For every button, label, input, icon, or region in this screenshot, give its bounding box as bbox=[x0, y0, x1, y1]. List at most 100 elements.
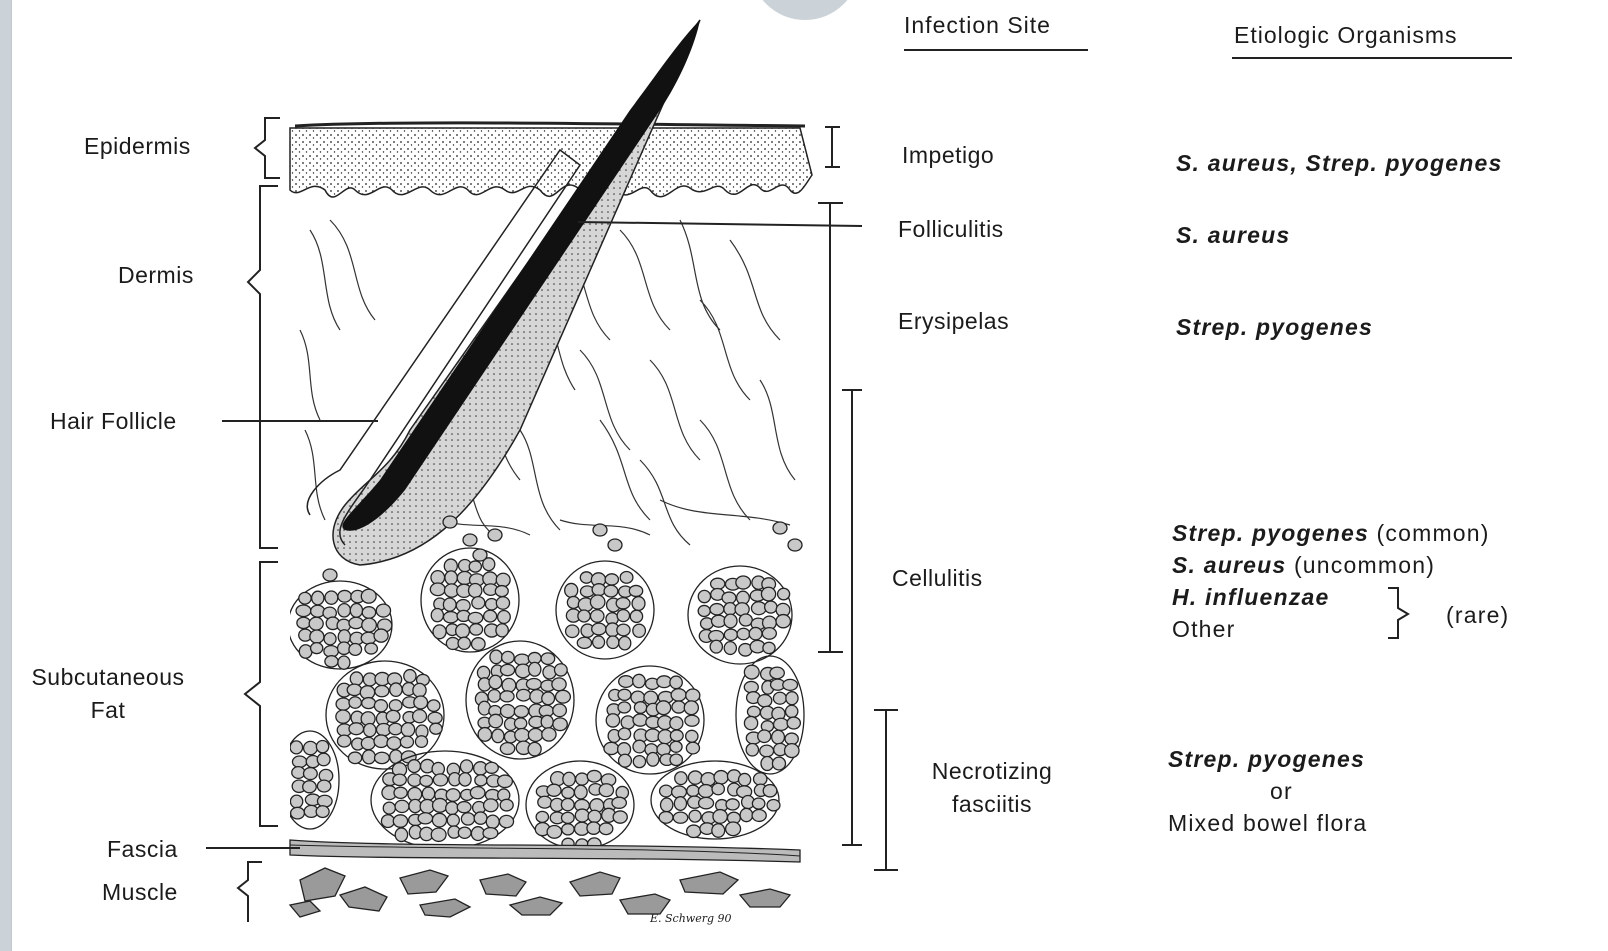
fat-cell bbox=[632, 597, 645, 611]
fat-cell bbox=[787, 717, 800, 729]
fat-cell bbox=[608, 539, 622, 551]
fat-cell bbox=[686, 689, 700, 702]
fat-cell bbox=[394, 787, 407, 798]
fat-cell bbox=[670, 730, 683, 741]
fat-cell bbox=[618, 689, 631, 700]
fat-cell bbox=[687, 825, 701, 837]
fat-cell bbox=[472, 597, 485, 609]
fat-cell bbox=[395, 800, 409, 812]
depth-markers bbox=[818, 127, 898, 870]
fat-cell bbox=[498, 775, 513, 788]
fat-cell bbox=[483, 828, 498, 839]
fat-cell bbox=[496, 624, 508, 637]
fat-cell bbox=[580, 572, 592, 583]
fat-cell bbox=[387, 737, 401, 750]
fat-cell bbox=[661, 798, 673, 812]
fat-cell bbox=[484, 610, 497, 622]
fat-cell bbox=[758, 695, 772, 707]
fat-cell bbox=[400, 736, 413, 748]
organism-cellulitis-2: S. aureus (uncommon) bbox=[1172, 552, 1435, 579]
fat-cell bbox=[389, 700, 402, 711]
fat-cell bbox=[552, 678, 566, 691]
fat-cell bbox=[673, 812, 688, 823]
fat-cell bbox=[772, 757, 785, 770]
fat-cell bbox=[767, 799, 780, 810]
fat-cell bbox=[386, 710, 400, 722]
fat-cell bbox=[495, 586, 508, 597]
fat-cell bbox=[710, 604, 724, 615]
fat-cell bbox=[500, 743, 514, 755]
fat-cell bbox=[761, 587, 775, 601]
fat-cell bbox=[381, 815, 394, 828]
fat-cell bbox=[324, 633, 336, 645]
fat-cell bbox=[349, 617, 363, 628]
fat-cell bbox=[563, 772, 575, 786]
fat-cell bbox=[753, 773, 766, 785]
fat-cell bbox=[607, 636, 619, 648]
fat-cell bbox=[475, 775, 487, 786]
organism-erysipelas: Strep. pyogenes bbox=[1176, 314, 1373, 341]
label-muscle: Muscle bbox=[102, 879, 178, 906]
fat-cell bbox=[526, 679, 541, 690]
fat-cell bbox=[317, 753, 330, 766]
fat-cell bbox=[459, 773, 471, 786]
fat-cell bbox=[761, 756, 773, 770]
fat-cell bbox=[722, 592, 736, 604]
fat-cell bbox=[617, 610, 629, 622]
fat-cell bbox=[338, 656, 350, 669]
fat-cell bbox=[500, 799, 513, 811]
fat-cell bbox=[618, 702, 631, 713]
fat-cell bbox=[311, 643, 323, 654]
fat-cell bbox=[316, 806, 329, 818]
fat-cell bbox=[710, 640, 722, 653]
fat-cell bbox=[528, 742, 541, 755]
fat-cell bbox=[699, 797, 714, 808]
fat-cell bbox=[312, 591, 324, 605]
fat-cell bbox=[675, 772, 687, 785]
fat-cell bbox=[778, 588, 790, 600]
fat-cell bbox=[409, 799, 421, 812]
fat-cell bbox=[670, 754, 682, 766]
site-erysipelas: Erysipelas bbox=[898, 308, 1009, 335]
fat-cell bbox=[556, 690, 571, 703]
organism-cellulitis-3: H. influenzae bbox=[1172, 584, 1329, 611]
fat-cell bbox=[561, 798, 574, 810]
fat-cell bbox=[606, 714, 619, 727]
fat-cell bbox=[390, 683, 402, 696]
fat-cell bbox=[770, 667, 784, 679]
fat-cell bbox=[744, 681, 758, 692]
fat-cell bbox=[536, 811, 548, 822]
organism-necrotizing-3: Mixed bowel flora bbox=[1168, 810, 1367, 837]
fat-cell bbox=[737, 628, 750, 639]
fat-cell bbox=[304, 741, 318, 754]
fat-cell bbox=[418, 813, 433, 824]
fat-cell bbox=[472, 638, 486, 651]
fat-cell bbox=[349, 643, 362, 655]
fat-cell bbox=[599, 784, 613, 797]
fat-cell bbox=[460, 760, 472, 773]
fat-cell bbox=[501, 664, 515, 675]
fat-cell bbox=[496, 597, 509, 610]
fat-cell bbox=[515, 654, 530, 665]
fat-cell bbox=[566, 625, 579, 638]
fat-cell bbox=[763, 785, 777, 797]
fat-cell bbox=[446, 802, 458, 815]
fat-cell bbox=[574, 785, 587, 799]
fat-cell bbox=[562, 824, 574, 835]
label-fascia: Fascia bbox=[107, 836, 178, 863]
fat-cell bbox=[688, 771, 702, 784]
rare-brace bbox=[1388, 588, 1408, 638]
fat-cell bbox=[413, 683, 426, 697]
fat-cell bbox=[633, 624, 646, 637]
fat-cell bbox=[296, 605, 311, 617]
fat-cell bbox=[447, 814, 459, 826]
fat-cell bbox=[502, 651, 515, 663]
fat-cell bbox=[758, 730, 771, 743]
organism-necrotizing-1: Strep. pyogenes bbox=[1168, 746, 1365, 773]
fat-cell bbox=[290, 741, 302, 754]
fat-cell bbox=[501, 705, 515, 718]
fat-cell bbox=[553, 704, 567, 717]
fat-cell bbox=[303, 781, 317, 793]
fat-cell bbox=[656, 701, 670, 715]
fat-cell bbox=[325, 656, 338, 667]
